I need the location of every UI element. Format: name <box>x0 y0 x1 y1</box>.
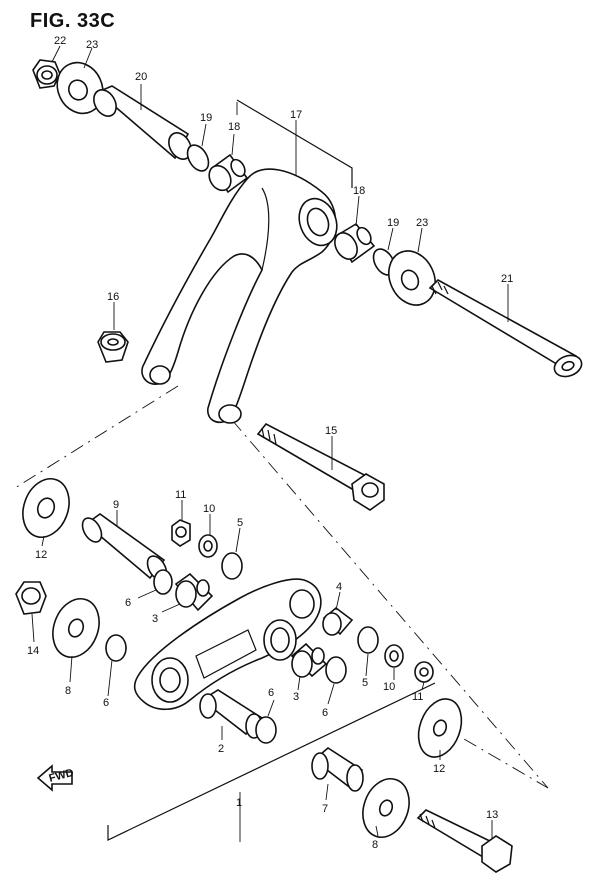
nut-11-top <box>171 519 191 547</box>
bearing-3-top <box>174 572 214 612</box>
callout-19: 19 <box>200 112 212 124</box>
sleeve-20 <box>93 85 192 160</box>
bracket-17 <box>236 99 353 188</box>
callout-23: 23 <box>86 39 98 51</box>
ring-6-top <box>153 569 173 595</box>
ring-5-top <box>221 552 243 580</box>
callout-5: 5 <box>237 517 243 529</box>
bracket-bottom-left <box>107 682 436 841</box>
callout-20: 20 <box>135 71 147 83</box>
seal-10-top <box>198 534 218 558</box>
callout-1: 1 <box>236 797 242 809</box>
callout-3: 3 <box>293 691 299 703</box>
callout-5: 5 <box>362 677 368 689</box>
callout-18: 18 <box>353 185 365 197</box>
callout-3: 3 <box>152 613 158 625</box>
bearing-3-right <box>290 642 328 678</box>
callout-10: 10 <box>203 503 215 515</box>
leader-lines <box>31 45 509 842</box>
callout-11: 11 <box>175 489 186 501</box>
callout-10: 10 <box>383 681 395 693</box>
assembly-line-right <box>231 419 549 789</box>
callout-6: 6 <box>268 687 274 699</box>
ring-6-left <box>105 634 127 662</box>
callout-11: 11 <box>412 691 423 703</box>
callout-19: 19 <box>387 217 399 229</box>
washer-12-left <box>22 478 70 538</box>
callout-13: 13 <box>486 809 498 821</box>
bearing-18-right <box>334 222 376 264</box>
nut-22 <box>32 59 61 89</box>
seal-19-top <box>186 144 210 172</box>
ring-5-right <box>357 626 379 654</box>
callout-6: 6 <box>322 707 328 719</box>
callout-2: 2 <box>218 743 224 755</box>
callout-22: 22 <box>54 35 66 47</box>
seal-10-right <box>384 644 404 668</box>
sleeve-2 <box>199 689 264 739</box>
cushion-rod-link-1 <box>133 578 322 711</box>
callout-18: 18 <box>228 121 240 133</box>
sleeve-7 <box>311 747 364 792</box>
callout-9: 9 <box>113 499 119 511</box>
washer-23-top <box>56 61 104 115</box>
collar-8-left <box>52 598 100 658</box>
callout-7: 7 <box>322 803 328 815</box>
callout-15: 15 <box>325 425 337 437</box>
callout-12: 12 <box>433 763 445 775</box>
callout-21: 21 <box>501 273 513 285</box>
bolt-13 <box>416 809 513 873</box>
callout-12: 12 <box>35 549 47 561</box>
assembly-line-left <box>14 385 179 489</box>
callout-labels: 22 23 20 19 18 17 18 19 23 21 16 15 9 11… <box>27 35 513 851</box>
callout-17: 17 <box>290 109 302 121</box>
figure-title: FIG. 33C <box>30 10 116 32</box>
fwd-arrow-icon: FWD <box>36 764 75 792</box>
cushion-lever-arm-17 <box>141 168 338 424</box>
sleeve-9 <box>81 513 168 581</box>
washer-12-right <box>417 698 463 758</box>
callout-23: 23 <box>416 217 428 229</box>
callout-4: 4 <box>336 581 342 593</box>
ring-6-right <box>325 656 347 684</box>
collar-8-right <box>362 778 410 838</box>
nut-16 <box>97 331 129 363</box>
bearing-4 <box>322 606 354 636</box>
washer-23-right <box>388 250 436 306</box>
callout-8: 8 <box>372 839 378 851</box>
callout-16: 16 <box>107 291 119 303</box>
callout-6: 6 <box>125 597 131 609</box>
callout-6: 6 <box>103 697 109 709</box>
bolt-15 <box>256 422 385 511</box>
nut-11-right <box>414 661 434 683</box>
ring-6-bottom <box>255 716 277 744</box>
callout-14: 14 <box>27 645 39 657</box>
nut-14 <box>15 581 47 615</box>
callout-8: 8 <box>65 685 71 697</box>
bolt-21 <box>428 279 583 378</box>
